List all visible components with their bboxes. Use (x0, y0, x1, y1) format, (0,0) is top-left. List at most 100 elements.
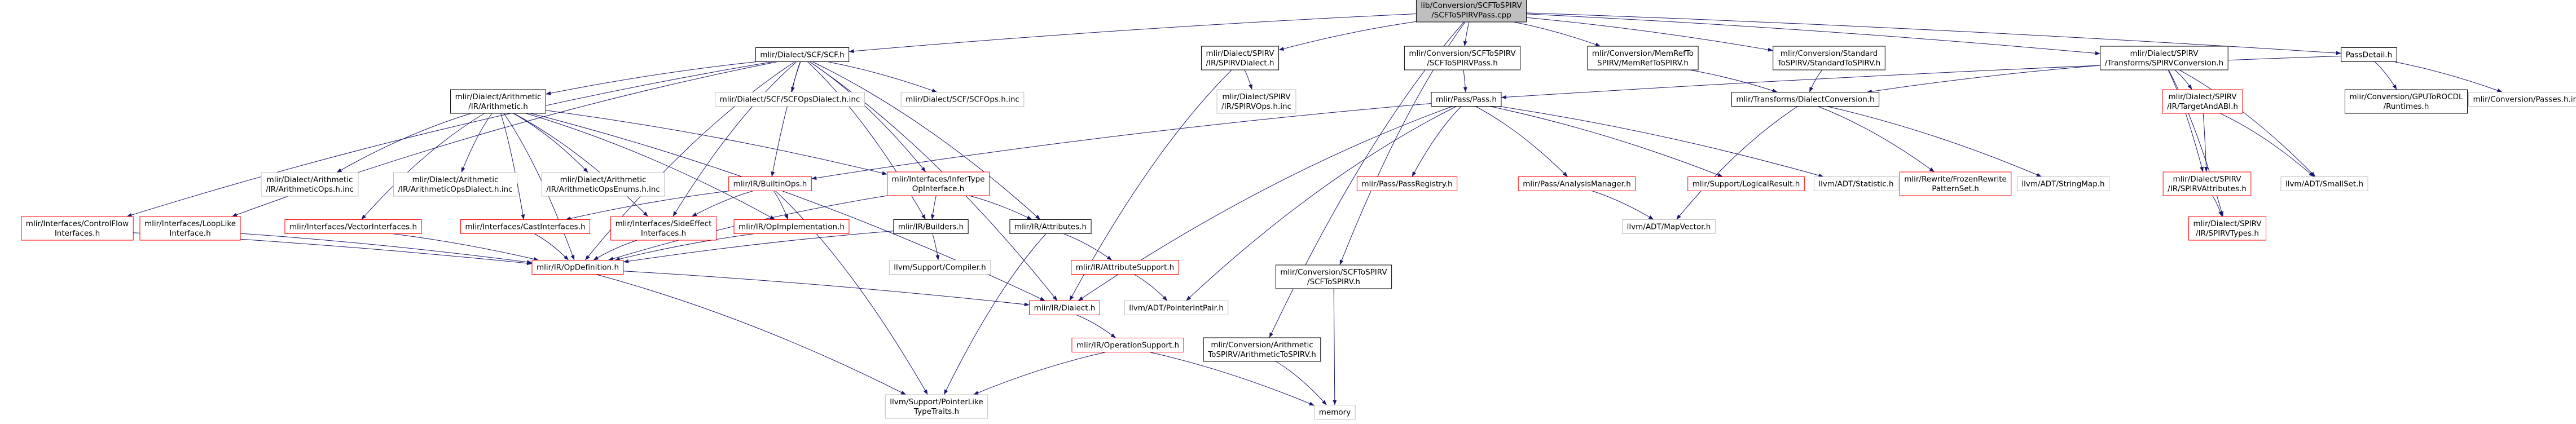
node-label: /SCFToSPIRVPass.h (1427, 59, 1498, 68)
edge-pass-to-analysismgr (1475, 106, 1568, 177)
node-castif[interactable]: mlir/Interfaces/CastInterfaces.h (460, 219, 591, 234)
node-box (1773, 46, 1885, 70)
edge-opdef-to-irdialect (623, 271, 1030, 307)
node-label: /IR/ArithmeticOpsDialect.h.inc (398, 185, 512, 194)
node-label: mlir/Conversion/MemRefTo (1592, 49, 1694, 58)
node-memref[interactable]: mlir/Conversion/MemRefToSPIRV/MemRefToSP… (1587, 46, 1699, 70)
edge-arith-to-arithopsdialect (461, 113, 493, 173)
node-opdef[interactable]: mlir/IR/OpDefinition.h (531, 260, 624, 275)
node-label: mlir/IR/OpDefinition.h (537, 263, 619, 272)
node-vectorif[interactable]: mlir/Interfaces/VectorInterfaces.h (284, 219, 422, 234)
node-box (887, 171, 990, 196)
edge-spirvdialect-to-spirvops (1244, 69, 1252, 90)
node-label: Interfaces.h (55, 229, 100, 238)
node-box (450, 89, 546, 114)
node-label: ToSPIRV/ArithmeticToSPIRV.h (1207, 350, 1316, 359)
node-box (1813, 176, 1899, 191)
node-targetabi[interactable]: mlir/Dialect/SPIRV/IR/TargetAndABI.h (2162, 89, 2243, 114)
node-scfspirv[interactable]: mlir/Conversion/SCFToSPIRV/SCFToSPIRV.h (1275, 264, 1392, 289)
node-dialectconv[interactable]: mlir/Transforms/DialectConversion.h (1731, 92, 1880, 107)
node-analysismgr[interactable]: mlir/Pass/AnalysisManager.h (1518, 176, 1636, 191)
node-opsupport[interactable]: mlir/IR/OperationSupport.h (1071, 338, 1184, 352)
edge-arith-to-vectorif (361, 113, 485, 220)
node-irdialect[interactable]: mlir/IR/Dialect.h (1029, 301, 1100, 315)
edge-opdef-to-ptrlike (596, 274, 907, 395)
node-label: PatternSet.h (1932, 184, 1979, 193)
node-opimpl[interactable]: mlir/IR/OpImplementation.h (733, 219, 850, 234)
edge-scf-to-infertype (809, 61, 926, 173)
edge-spirvattrs-to-spirvtypes (2212, 195, 2222, 217)
edge-attrsupport-to-pointerintpair (1133, 274, 1168, 301)
edge-root-to-standard (1526, 17, 1773, 52)
node-label: llvm/ADT/SmallSet.h (2285, 180, 2363, 189)
node-spirvdialect[interactable]: mlir/Dialect/SPIRV/IR/SPIRVDialect.h (1201, 46, 1280, 70)
node-box (900, 92, 1025, 107)
node-box (1314, 405, 1356, 419)
node-box (1518, 176, 1636, 191)
node-box (541, 172, 665, 197)
node-attributes[interactable]: mlir/IR/Attributes.h (1009, 219, 1092, 234)
node-label: mlir/IR/Dialect.h (1034, 304, 1096, 313)
node-box (2468, 92, 2576, 107)
node-scf[interactable]: mlir/Dialect/SCF/SCF.h (755, 47, 850, 62)
node-label: mlir/Conversion/GPUToROCDL (2349, 92, 2463, 101)
node-pass[interactable]: mlir/Pass/Pass.h (1431, 92, 1502, 107)
node-label: /IR/SPIRVAttributes.h (2168, 184, 2247, 193)
node-label: mlir/Interfaces/SideEffect (616, 219, 712, 228)
node-stringmap: llvm/ADT/StringMap.h (2016, 176, 2110, 191)
node-label: mlir/Transforms/DialectConversion.h (1736, 95, 1874, 104)
edge-root-to-passdetail (1526, 12, 2341, 55)
node-builders[interactable]: mlir/IR/Builders.h (893, 219, 969, 234)
edge-passdetail-to-passesinc (2394, 61, 2503, 92)
node-box (393, 172, 518, 197)
edge-spirvconv-to-spirvattrs (2168, 69, 2204, 173)
node-passdetail[interactable]: PassDetail.h (2341, 47, 2397, 62)
node-label: TypeTraits.h (913, 407, 959, 416)
edge-scf-to-builtinops (771, 61, 801, 177)
node-builtinops[interactable]: mlir/IR/BuiltinOps.h (728, 176, 812, 191)
node-scfspirvpass[interactable]: mlir/Conversion/SCFToSPIRV/SCFToSPIRVPas… (1404, 46, 1521, 70)
node-passesinc: mlir/Conversion/Passes.h.inc (2468, 92, 2576, 107)
edge-spirvconv-to-smallset (2179, 69, 2316, 177)
node-gpurocdl[interactable]: mlir/Conversion/GPUToROCDL/Runtimes.h (2344, 89, 2468, 114)
node-box (733, 219, 850, 234)
edge-builders-to-opdef (623, 231, 894, 263)
node-label: mlir/Dialect/SPIRV (2173, 175, 2241, 184)
edge-infertype-to-attributes (969, 195, 1032, 220)
edge-passdetail-to-gpurocdl (2374, 61, 2397, 90)
node-label: mlir/Interfaces/LoopLike (144, 219, 236, 228)
node-label: mlir/IR/Attributes.h (1014, 223, 1087, 232)
node-arithspirv[interactable]: mlir/Conversion/ArithmeticToSPIRV/Arithm… (1203, 337, 1321, 362)
node-label: /IR/SPIRVOps.h.inc (1221, 102, 1291, 111)
node-box (1216, 89, 1296, 114)
node-label: mlir/IR/OperationSupport.h (1076, 341, 1179, 350)
node-passregistry[interactable]: mlir/Pass/PassRegistry.h (1356, 176, 1458, 191)
node-label: mlir/Dialect/SPIRV (2168, 92, 2237, 101)
node-label: mlir/Interfaces/CastInterfaces.h (465, 223, 585, 232)
node-label: mlir/Pass/Pass.h (1436, 95, 1497, 104)
edge-pass-to-logicalresult (1489, 106, 1723, 177)
edge-arith-to-castif (500, 113, 525, 220)
edge-scf-to-irdialect (809, 61, 1058, 301)
node-label: mlir/Pass/AnalysisManager.h (1523, 180, 1631, 189)
node-label: /IR/Arithmetic.h (468, 102, 528, 111)
node-spirvtypes[interactable]: mlir/Dialect/SPIRV/IR/SPIRVTypes.h (2188, 216, 2267, 241)
node-box (139, 216, 241, 241)
node-arith[interactable]: mlir/Dialect/Arithmetic/IR/Arithmetic.h (450, 89, 546, 114)
node-spirvconv[interactable]: mlir/Dialect/SPIRV/Transforms/SPIRVConve… (2100, 46, 2228, 70)
node-standard[interactable]: mlir/Conversion/StandardToSPIRV/Standard… (1773, 46, 1885, 70)
node-logicalresult[interactable]: mlir/Support/LogicalResult.h (1687, 176, 1805, 191)
node-arithenums: mlir/Dialect/Arithmetic/IR/ArithmeticOps… (541, 172, 665, 197)
node-root[interactable]: lib/Conversion/SCFToSPIRV/SCFToSPIRVPass… (1416, 0, 1527, 23)
node-attrsupport[interactable]: mlir/IR/AttributeSupport.h (1071, 260, 1179, 275)
node-spirvattrs[interactable]: mlir/Dialect/SPIRV/IR/SPIRVAttributes.h (2162, 171, 2252, 196)
node-box (531, 260, 624, 275)
node-label: mlir/Dialect/Arithmetic (412, 175, 499, 184)
edge-arith-to-arithenums (513, 113, 588, 173)
edge-scf-to-arith (546, 61, 757, 95)
